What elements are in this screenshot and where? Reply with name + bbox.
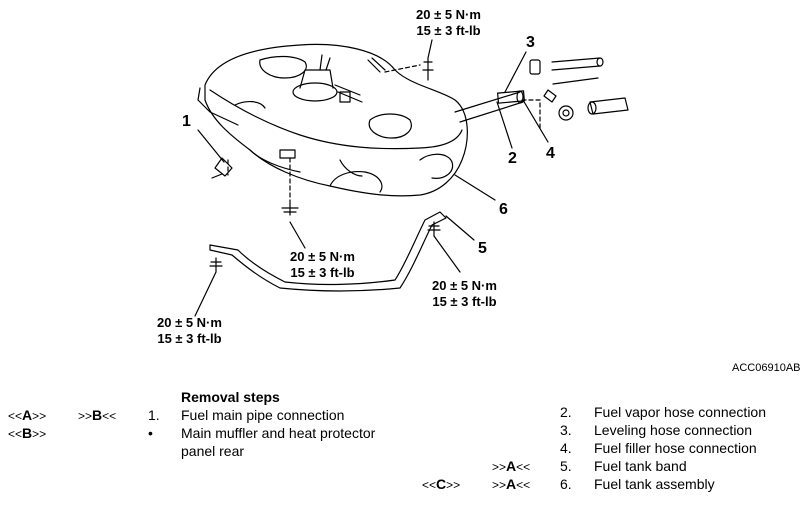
step-number: 4. (560, 440, 572, 456)
step-bullet: • (148, 425, 153, 441)
callout-6: 6 (499, 201, 508, 218)
torque-nm: 20 ± 5 N·m (432, 278, 497, 293)
callout-2: 2 (508, 150, 517, 167)
step-row-6: <<C>> >>A<< 6. Fuel tank assembly (420, 475, 805, 493)
step-number: 5. (560, 458, 572, 474)
step-number: 6. (560, 476, 572, 492)
step-row-2: 2. Fuel vapor hose connection (420, 403, 805, 421)
step-text: Fuel filler hose connection (594, 440, 757, 456)
leader-4 (522, 99, 549, 143)
callout-4: 4 (546, 145, 555, 162)
leader-torque-2 (289, 221, 306, 249)
torque-nm: 20 ± 5 N·m (290, 249, 355, 264)
torque-label-top: 20 ± 5 N·m 15 ± 3 ft-lb (416, 7, 481, 39)
step-number: 2. (560, 404, 572, 420)
torque-ftlb: 15 ± 3 ft-lb (416, 23, 481, 38)
fuel-tank-band (209, 211, 447, 292)
step-row-5: >>A<< 5. Fuel tank band (420, 457, 805, 475)
filler-neck-pipe (454, 91, 524, 123)
callout-3: 3 (526, 34, 535, 51)
torque-ftlb: 15 ± 3 ft-lb (157, 331, 222, 346)
torque-label-left: 20 ± 5 N·m 15 ± 3 ft-lb (157, 315, 222, 347)
torque-ftlb: 15 ± 3 ft-lb (290, 265, 355, 280)
leader-5 (445, 215, 475, 241)
pre-tag: <<A>> (8, 407, 47, 423)
leader-2 (496, 101, 513, 149)
fuel-tank-diagram (194, 39, 629, 317)
leader-6 (454, 174, 496, 201)
step-number: 1. (148, 407, 160, 423)
fuel-tank-body (204, 43, 468, 197)
pre-tag: <<B>> (8, 425, 47, 441)
figure-code: ACC06910AB (732, 362, 801, 374)
step-row-bullet: <<B>> • Main muffler and heat protector (8, 424, 408, 442)
post-tag: >>A<< (492, 458, 531, 474)
step-row-continuation: panel rear (8, 442, 408, 460)
step-text: Fuel tank band (594, 458, 687, 474)
post-tag: >>B<< (78, 407, 117, 423)
callout-1: 1 (182, 113, 191, 130)
step-text: Fuel tank assembly (594, 476, 715, 492)
step-text: Fuel main pipe connection (181, 407, 345, 423)
step-number: 3. (560, 422, 572, 438)
step-row-4: 4. Fuel filler hose connection (420, 439, 805, 457)
step-row-3: 3. Leveling hose connection (420, 421, 805, 439)
torque-label-right: 20 ± 5 N·m 15 ± 3 ft-lb (432, 278, 497, 310)
step-text: panel rear (181, 443, 245, 459)
step-text: Leveling hose connection (594, 422, 753, 438)
leader-torque-1 (427, 39, 433, 59)
leader-1 (197, 129, 225, 163)
leader-torque-3 (194, 271, 217, 317)
torque-nm: 20 ± 5 N·m (416, 7, 481, 22)
leader-3 (504, 51, 527, 93)
torque-label-center: 20 ± 5 N·m 15 ± 3 ft-lb (290, 249, 355, 281)
post-tag: >>A<< (492, 476, 531, 492)
leader-torque-4 (433, 235, 461, 273)
pre-tag: <<C>> (422, 476, 461, 492)
step-text: Main muffler and heat protector (181, 425, 376, 441)
step-text: Fuel vapor hose connection (594, 404, 766, 420)
torque-nm: 20 ± 5 N·m (157, 315, 222, 330)
torque-ftlb: 15 ± 3 ft-lb (432, 294, 497, 309)
callout-5: 5 (478, 240, 487, 257)
removal-steps-heading: Removal steps (181, 389, 280, 405)
step-row-1: <<A>> >>B<< 1. Fuel main pipe connection (8, 406, 408, 424)
